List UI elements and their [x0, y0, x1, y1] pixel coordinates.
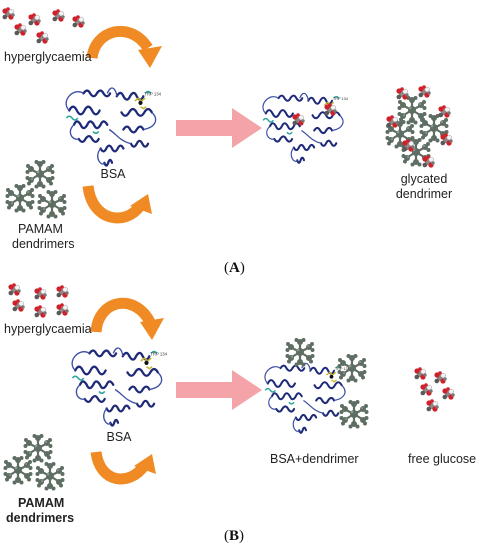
bsa-product-b [263, 362, 352, 434]
curved-arrow-bottom-b-head [134, 454, 156, 474]
reaction-arrow-b [176, 370, 262, 410]
glucose-cluster-b [7, 282, 70, 319]
panel-label-a: (A) [224, 260, 245, 276]
pamam-label-a-line2: dendrimers [12, 237, 75, 251]
curved-arrow-bottom-a [82, 184, 145, 224]
hyperglycaemia-label-b: hyperglycaemia [4, 322, 92, 336]
pamam-label-a-line1: PAMAM [18, 222, 63, 236]
curved-arrow-top-a [86, 25, 153, 60]
glycated-label-line2: dendrimer [395, 187, 453, 201]
curved-arrow-top-b [90, 297, 155, 333]
hyperglycaemia-label-a: hyperglycaemia [4, 50, 92, 64]
curved-arrow-bottom-b [90, 450, 149, 485]
bsa-protein-a [64, 86, 163, 167]
bsa-dendrimer-label: BSA+dendrimer [270, 452, 359, 466]
pamam-label-b-line2: dendrimers [6, 511, 75, 525]
curved-arrow-bottom-a-head [130, 194, 152, 214]
curved-arrow-top-b-head [140, 318, 164, 340]
bound-glucose-a [291, 102, 338, 127]
free-glucose-cluster [413, 366, 456, 413]
pamam-label-b-line1: PAMAM [18, 496, 65, 510]
dendrimer-cluster-a [4, 158, 68, 220]
bsa-protein-b [70, 346, 169, 427]
free-glucose-label: free glucose [408, 452, 477, 466]
glucose-cluster-a [1, 6, 86, 45]
dendrimer-cluster-b [2, 432, 66, 492]
panel-label-b: (B) [224, 528, 245, 544]
bsa-label-b: BSA [106, 430, 132, 444]
reaction-arrow-a [176, 108, 262, 148]
bsa-label-a: BSA [100, 167, 126, 181]
glycated-label-line1: glycated [400, 172, 448, 186]
bsa-product-a [261, 92, 350, 164]
curved-arrow-top-a-head [138, 46, 162, 68]
glycated-dendrimer-cluster [384, 84, 454, 169]
